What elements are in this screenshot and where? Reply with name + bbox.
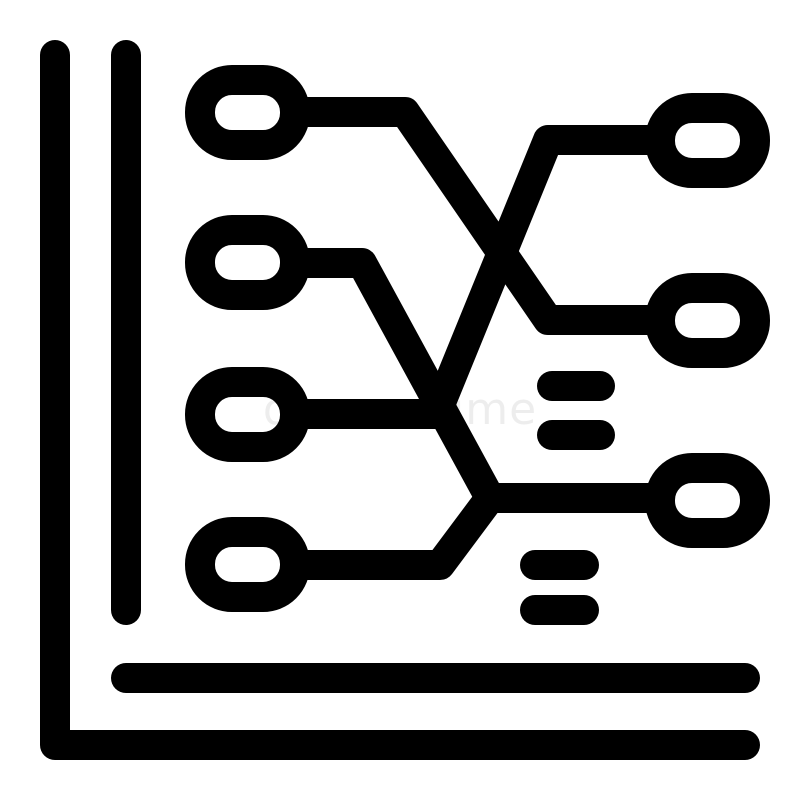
branch-top-cross [280,97,675,335]
branch-rising [427,125,675,415]
icon-strokes [40,40,770,760]
axis-vertical-outer [40,40,760,760]
branch-bottom [280,483,505,580]
branch-second [280,248,675,513]
